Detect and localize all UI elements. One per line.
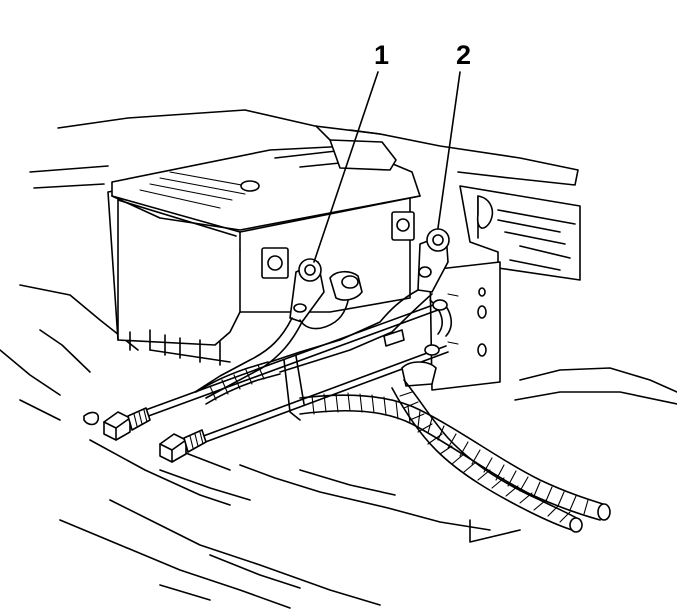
- bolt-lower-right: [159, 429, 207, 463]
- terminal-2-cable-end: [417, 228, 450, 293]
- terminal-1-cable-end: [289, 258, 363, 330]
- bolt-lower-left: [83, 407, 151, 441]
- callout-leaders: [313, 71, 461, 263]
- callout-1: 1: [374, 40, 389, 70]
- convoluted-tubing: [195, 355, 611, 533]
- callout-2: 2: [456, 40, 471, 70]
- battery-tray-bracket: [429, 185, 581, 391]
- battery: [107, 139, 421, 366]
- cable-harness: [139, 289, 459, 445]
